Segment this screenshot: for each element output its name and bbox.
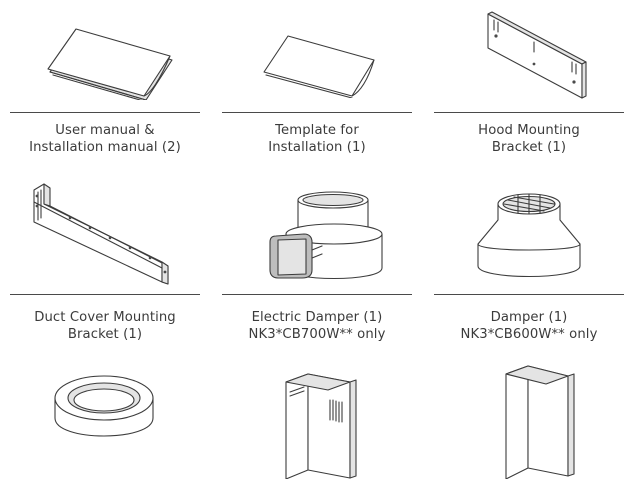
part-label: User manual & Installation manual (2) (4, 122, 206, 156)
divider (10, 294, 200, 295)
part-label-line: User manual & (55, 123, 155, 138)
part-label-line: Installation manual (2) (29, 140, 181, 155)
divider (222, 294, 412, 295)
part-label-line: Duct Cover Mounting (34, 310, 176, 325)
part-label: Electric Damper (1) NK3*CB700W** only (216, 309, 418, 343)
part-label-line: Template for (275, 123, 359, 138)
template-sheet-icon (222, 22, 412, 98)
duct-ring-icon (10, 368, 200, 452)
part-label-line: Damper (1) (490, 310, 568, 325)
part-label-line: Hood Mounting (478, 123, 580, 138)
divider (434, 112, 624, 113)
part-label-line: NK3*CB700W** only (248, 327, 386, 342)
duct-cover-icon (434, 358, 624, 479)
damper-icon (434, 186, 624, 282)
duct-bracket-icon (10, 182, 200, 286)
part-label-line: NK3*CB600W** only (460, 327, 598, 342)
duct-cover-vented-icon (222, 352, 412, 479)
part-label: Damper (1) NK3*CB600W** only (428, 309, 630, 343)
part-label: Template for Installation (1) (216, 122, 418, 156)
part-label-line: Bracket (1) (67, 327, 143, 342)
manual-booklet-icon (10, 20, 200, 100)
part-label: Hood Mounting Bracket (1) (428, 122, 630, 156)
hood-bracket-icon (434, 8, 624, 104)
part-label-line: Electric Damper (1) (251, 310, 383, 325)
part-label: Duct Cover Mounting Bracket (1) (4, 309, 206, 343)
divider (434, 294, 624, 295)
part-label-line: Bracket (1) (491, 140, 567, 155)
divider (10, 112, 200, 113)
electric-damper-icon (222, 190, 412, 282)
part-label-line: Installation (1) (268, 140, 366, 155)
divider (222, 112, 412, 113)
